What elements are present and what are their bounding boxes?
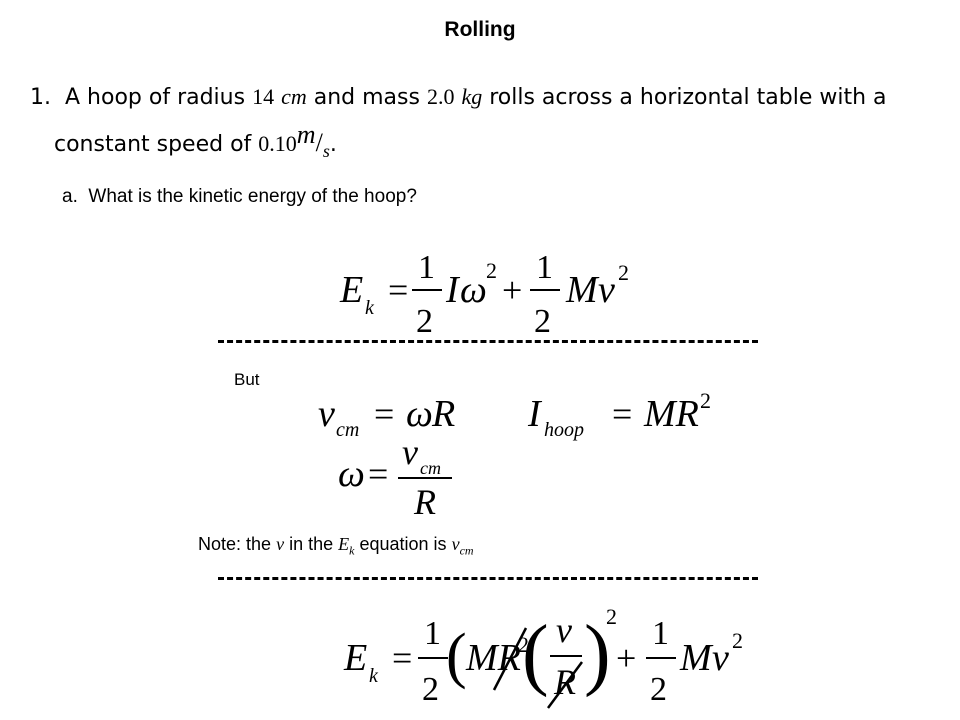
eq3-exponent: 2 [700, 388, 711, 413]
note-E: E [338, 534, 350, 554]
eq2-v: v [318, 393, 335, 435]
eq5-frac2-num: 1 [652, 615, 669, 652]
eq3-equals: = [612, 394, 632, 434]
eq1-plus: + [502, 270, 522, 310]
eq5-equals: = [392, 638, 412, 678]
eq1-frac2-num: 1 [536, 249, 553, 286]
question-a-text: What is the kinetic energy of the hoop? [88, 186, 417, 207]
eq5-lparen: ( [446, 622, 467, 690]
eq4-equals: = [368, 454, 388, 494]
mass-value: 2.0 [426, 84, 455, 109]
eq5-k-subscript: k [369, 665, 379, 687]
label-but: But [234, 370, 260, 389]
eq1-omega: ω [460, 269, 487, 311]
eq3-I: I [527, 393, 543, 435]
eq5-paren-exponent: 2 [606, 604, 617, 629]
problem-line-1: 1. A hoop of radius 14 cm and mass 2.0 k… [30, 84, 887, 110]
eq5-v: v [556, 610, 572, 650]
eq1-equals: = [388, 270, 408, 310]
eq1-frac1-den: 2 [416, 303, 433, 340]
note-v: v [276, 534, 285, 554]
equation-omega: ω = v cm R [338, 434, 452, 520]
problem-text-4: constant speed of [54, 132, 252, 157]
eq4-omega: ω [338, 453, 365, 495]
eq5-frac1-num: 1 [424, 615, 441, 652]
eq5-MR: MR [465, 637, 521, 679]
problem-number: 1. [30, 85, 51, 110]
note-cm-subscript: cm [459, 543, 474, 558]
problem-text-2: and mass [313, 85, 420, 110]
eq2-R: R [431, 393, 455, 435]
eq5-v2: v [712, 637, 729, 679]
eq1-M: M [565, 269, 600, 311]
eq5-E: E [343, 637, 367, 679]
equation-kinetic-energy: E k = 1 2 I ω 2 + 1 2 M v 2 [339, 249, 629, 340]
eq5-big-rparen: ) [584, 610, 611, 698]
eq4-v: v [402, 434, 418, 472]
eq2-equals: = [374, 394, 394, 434]
equation-vcm: v cm = ω R [318, 393, 455, 441]
speed-unit-slash: / [315, 128, 323, 157]
eq4-R: R [413, 482, 436, 520]
eq1-v-exponent: 2 [618, 260, 629, 285]
question-a: a. What is the kinetic energy of the hoo… [62, 186, 417, 208]
eq5-M: M [679, 637, 714, 679]
note-prefix: Note: the [198, 534, 272, 554]
eq5-MR-exponent: 2 [518, 632, 529, 657]
dashed-divider-1 [218, 340, 758, 343]
eq1-v: v [598, 269, 615, 311]
eq1-I: I [445, 269, 461, 311]
speed-unit-num: m [296, 120, 316, 149]
page-title: Rolling [444, 18, 516, 41]
problem-line-2: constant speed of 0.10m/s. [54, 120, 337, 161]
note-v2: v [451, 534, 460, 554]
note-line: Note: the v in the Ek equation is vcm [198, 534, 474, 559]
eq1-E: E [339, 269, 363, 311]
note-k-subscript: k [349, 543, 355, 558]
question-a-letter: a. [62, 186, 78, 207]
radius-unit: cm [281, 84, 307, 109]
eq2-cm-subscript: cm [336, 419, 359, 441]
eq1-omega-exponent: 2 [486, 258, 497, 283]
eq5-cancel-mark-1 [492, 627, 528, 691]
eq5-frac1-den: 2 [422, 671, 439, 708]
eq4-cm-subscript: cm [420, 458, 441, 478]
note-suffix: equation is [359, 534, 447, 554]
speed-period: . [329, 132, 337, 157]
note-middle: in the [289, 534, 334, 554]
eq5-cancel-mark-2 [546, 661, 584, 709]
eq5-frac2-den: 2 [650, 671, 667, 708]
eq2-omega: ω [406, 393, 433, 435]
speed-value: 0.10 [258, 131, 297, 156]
eq5-v-exponent: 2 [732, 628, 743, 653]
eq3-MR: MR [643, 393, 699, 435]
eq5-plus: + [616, 638, 636, 678]
problem-text-1: A hoop of radius [65, 85, 246, 110]
eq1-frac1-num: 1 [418, 249, 435, 286]
problem-text-3: rolls across a horizontal table with a [489, 85, 887, 110]
eq3-hoop-subscript: hoop [544, 419, 584, 441]
equation-substituted: E k = 1 2 ( MR 2 ( v R ) 2 + 1 2 M v 2 [343, 604, 743, 709]
speed-unit-den: s [322, 141, 330, 161]
equation-ihoop: I hoop = MR 2 [527, 388, 711, 441]
radius-value: 14 [252, 84, 275, 109]
eq1-k-subscript: k [365, 297, 375, 319]
eq1-frac2-den: 2 [534, 303, 551, 340]
mass-unit: kg [461, 84, 483, 109]
dashed-divider-2 [218, 577, 758, 580]
eq5-big-lparen: ( [522, 610, 549, 698]
